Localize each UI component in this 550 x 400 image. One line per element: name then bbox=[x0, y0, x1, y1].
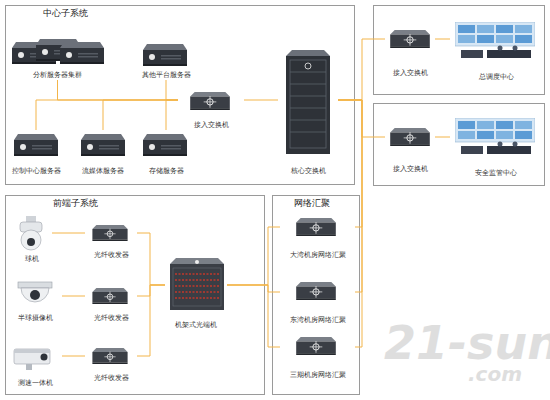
transceiver-icon bbox=[92, 348, 127, 364]
device-node: 光纤收发器 bbox=[85, 222, 137, 260]
hemisphere-camera-icon bbox=[18, 282, 52, 302]
device-node: 接入交换机 bbox=[178, 90, 244, 130]
device-label: 接入交换机 bbox=[385, 165, 435, 174]
transceiver-icon bbox=[92, 288, 127, 304]
device-node: 存储服务器 bbox=[138, 130, 194, 176]
group-title: 前端子系统 bbox=[53, 198, 98, 209]
device-label: 总调度中心 bbox=[450, 73, 542, 82]
watermark: 21-sun bbox=[384, 316, 550, 370]
server-icon bbox=[143, 44, 187, 66]
device-node: 大湾机房网络汇聚 bbox=[280, 215, 355, 260]
network-link bbox=[62, 356, 85, 357]
server-icon bbox=[143, 134, 187, 156]
network-link bbox=[338, 100, 362, 347]
device-node: 安全监管中心 bbox=[450, 116, 542, 178]
device-node: 分析服务器集群 bbox=[10, 38, 105, 80]
network-link bbox=[338, 100, 362, 227]
switch-icon bbox=[190, 92, 230, 110]
device-label: 流媒体服务器 bbox=[75, 167, 131, 176]
subsystem-box: 网络汇聚大湾机房网络汇聚东湾机房网络汇聚三期机房网络汇聚 bbox=[272, 195, 360, 395]
device-node: 光纤收发器 bbox=[85, 285, 137, 323]
subsystem-box: 中心子系统分析服务器集群 其他平台服务器接入交换机控制中心服务器流媒体服务器存储服… bbox=[5, 5, 355, 185]
device-node: 接入交换机 bbox=[385, 126, 435, 174]
network-link bbox=[103, 100, 178, 130]
switch-icon bbox=[390, 128, 430, 146]
network-link bbox=[227, 227, 280, 285]
transceiver-icon bbox=[92, 225, 127, 241]
device-label: 光纤收发器 bbox=[85, 374, 137, 383]
network-link bbox=[338, 100, 362, 292]
group-title: 网络汇聚 bbox=[294, 198, 330, 209]
server-icon bbox=[81, 134, 125, 156]
device-label: 三期机房网络汇聚 bbox=[280, 371, 355, 380]
device-label: 大湾机房网络汇聚 bbox=[280, 251, 355, 260]
device-node: 测速一体机 bbox=[8, 343, 62, 388]
optical-terminal-icon bbox=[170, 258, 224, 310]
server-icon bbox=[14, 134, 58, 156]
switch-icon bbox=[296, 282, 336, 300]
rack-icon bbox=[286, 50, 330, 154]
device-node: 半球摄像机 bbox=[8, 278, 62, 323]
device-label: 东湾机房网络汇聚 bbox=[280, 316, 355, 325]
device-label: 控制中心服务器 bbox=[5, 167, 67, 176]
network-link bbox=[137, 233, 165, 285]
device-node: 总调度中心 bbox=[450, 20, 542, 82]
network-link bbox=[435, 39, 450, 40]
network-link bbox=[166, 100, 178, 130]
device-node: 三期机房网络汇聚 bbox=[280, 335, 355, 380]
group-frame bbox=[374, 104, 545, 186]
device-label: 其他平台服务器 bbox=[135, 71, 197, 80]
device-label: 分析服务器集群 bbox=[10, 71, 105, 80]
network-link bbox=[62, 296, 85, 297]
network-link bbox=[244, 100, 278, 101]
network-link bbox=[137, 285, 165, 356]
network-link bbox=[338, 39, 385, 100]
device-node: 核心交换机 bbox=[278, 50, 338, 176]
network-link bbox=[166, 80, 178, 100]
device-label: 测速一体机 bbox=[8, 379, 62, 388]
device-label: 球机 bbox=[12, 255, 52, 264]
device-label: 核心交换机 bbox=[278, 167, 338, 176]
network-link bbox=[58, 80, 179, 100]
network-link bbox=[227, 285, 280, 292]
device-node: 接入交换机 bbox=[385, 28, 435, 78]
subsystem-box: 前端子系统球机光纤收发器半球摄像机光纤收发器测速一体机光纤收发器机架式光端机 bbox=[5, 195, 265, 395]
server-icon bbox=[60, 42, 104, 64]
group-title: 中心子系统 bbox=[43, 8, 88, 19]
device-node: 控制中心服务器 bbox=[5, 130, 67, 176]
device-label: 安全监管中心 bbox=[450, 169, 542, 178]
device-node: 机架式光端机 bbox=[165, 255, 227, 330]
network-link bbox=[435, 137, 450, 138]
group-frame bbox=[374, 6, 545, 95]
device-label: 光纤收发器 bbox=[85, 314, 137, 323]
switch-icon bbox=[296, 218, 336, 236]
device-node: 东湾机房网络汇聚 bbox=[280, 280, 355, 325]
device-node: 其他平台服务器 bbox=[135, 40, 197, 80]
device-node: 球机 bbox=[12, 214, 52, 264]
switch-icon bbox=[296, 337, 336, 355]
network-link bbox=[36, 100, 178, 130]
control-room-icon bbox=[455, 22, 535, 58]
network-link bbox=[137, 285, 165, 296]
device-node: 光纤收发器 bbox=[85, 345, 137, 383]
device-label: 存储服务器 bbox=[138, 167, 194, 176]
device-label: 光纤收发器 bbox=[85, 251, 137, 260]
device-label: 接入交换机 bbox=[178, 121, 244, 130]
network-link bbox=[52, 233, 85, 234]
speed-camera-icon bbox=[14, 349, 50, 370]
watermark: .com bbox=[468, 362, 522, 386]
network-link bbox=[338, 100, 385, 137]
switch-icon bbox=[390, 30, 430, 48]
dome-camera-icon bbox=[20, 216, 42, 250]
device-node: 流媒体服务器 bbox=[75, 130, 131, 176]
device-label: 机架式光端机 bbox=[165, 321, 227, 330]
device-label: 半球摄像机 bbox=[8, 314, 62, 323]
device-label: 接入交换机 bbox=[385, 69, 435, 78]
control-room-icon bbox=[455, 118, 535, 154]
network-link bbox=[227, 285, 280, 347]
